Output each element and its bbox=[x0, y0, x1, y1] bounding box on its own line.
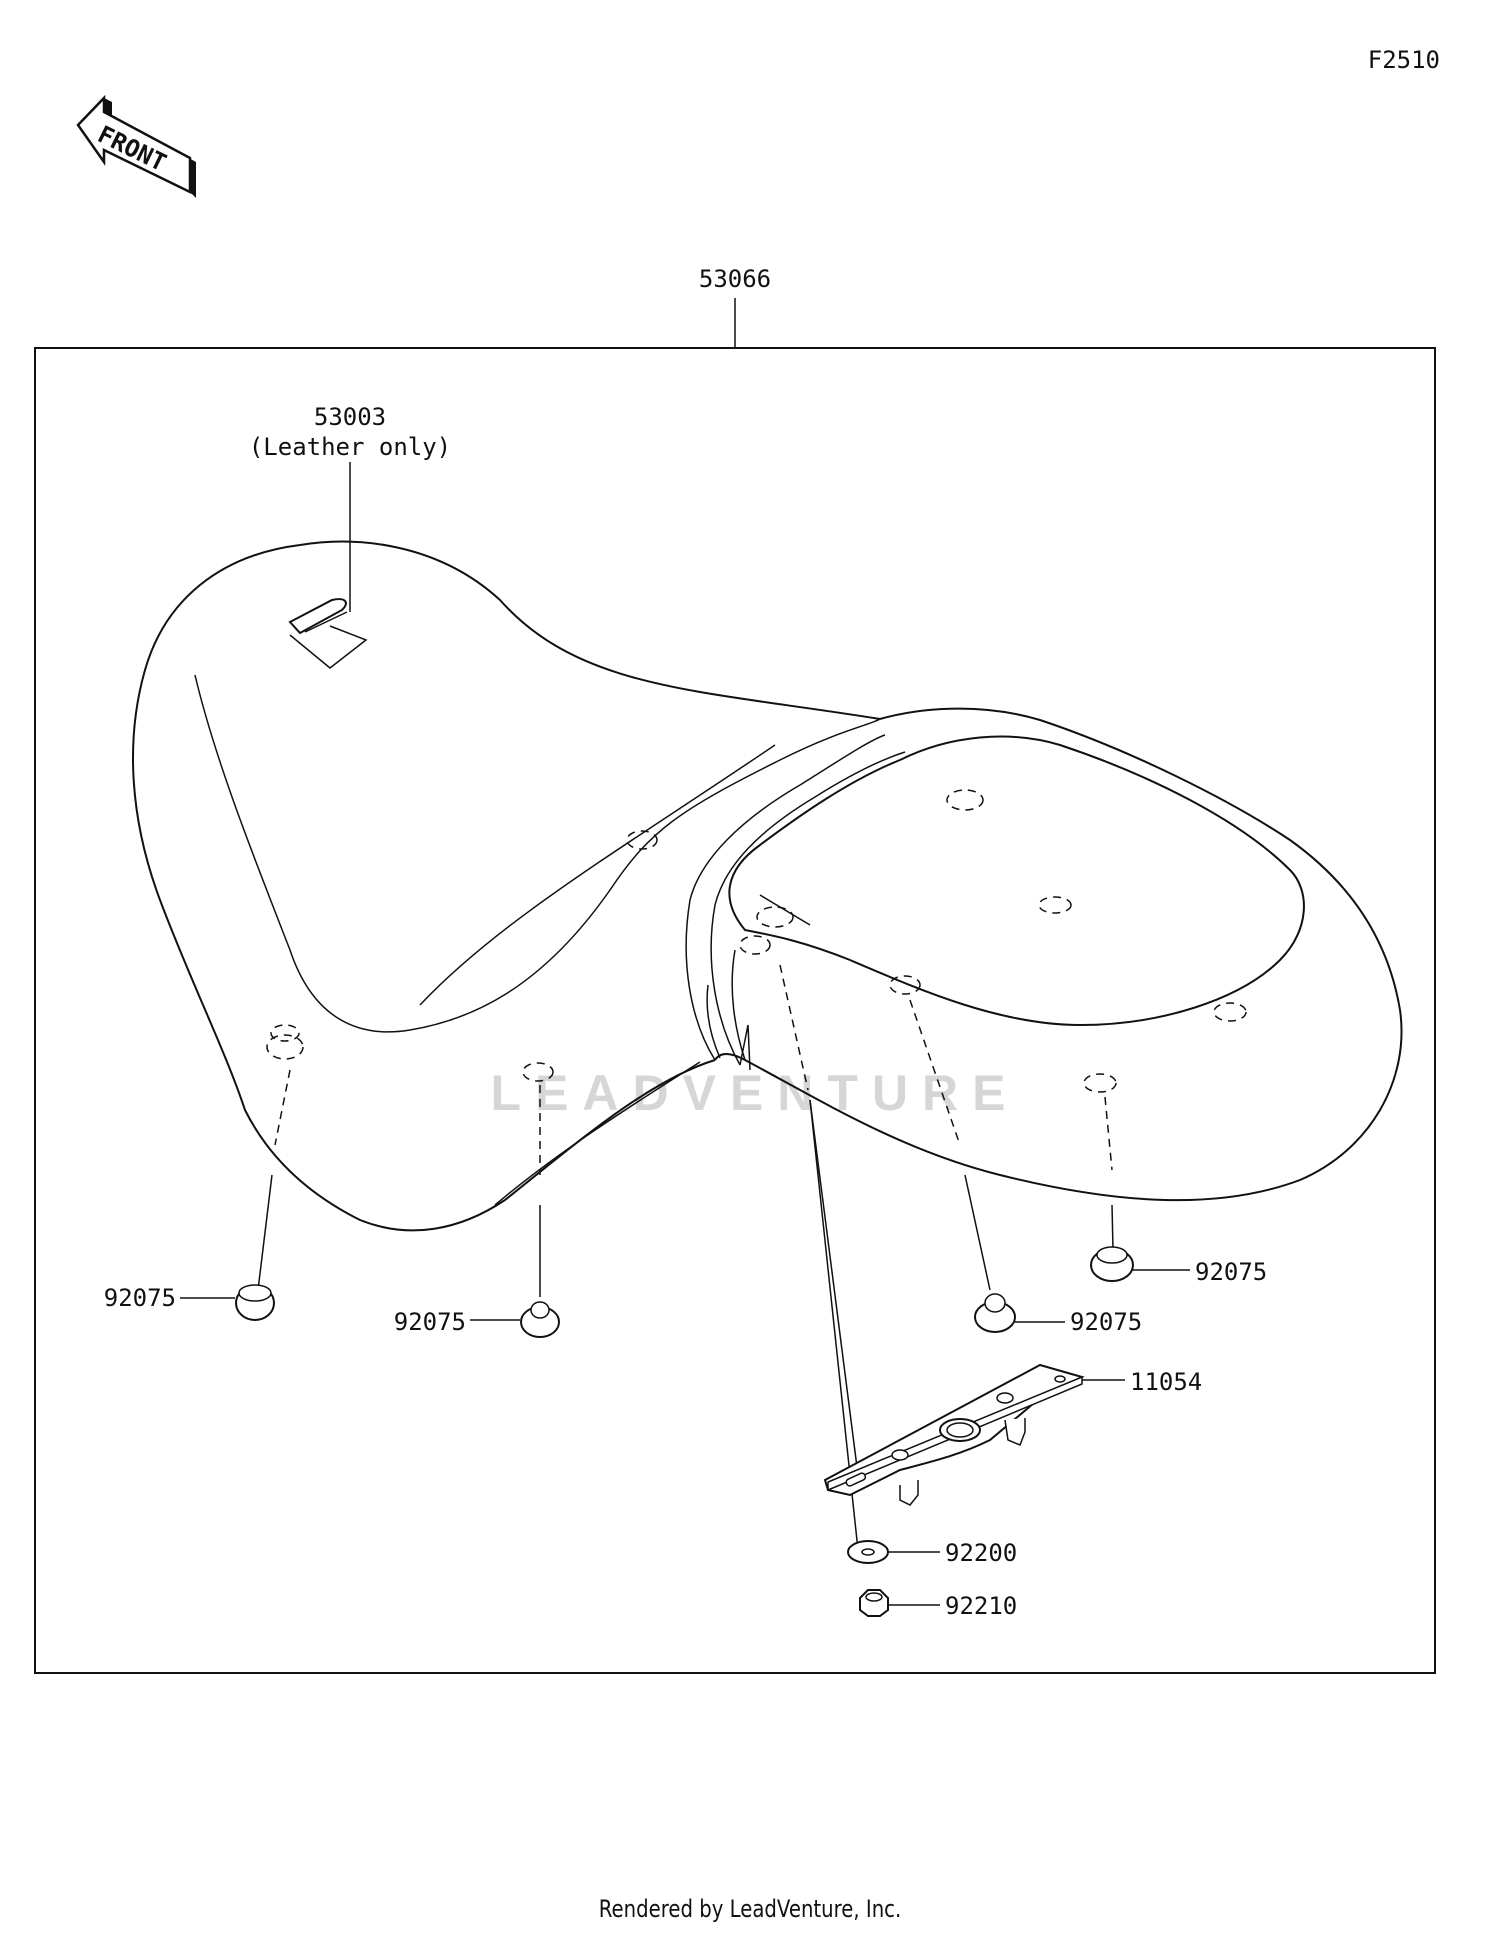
label-bracket: 11054 bbox=[1130, 1368, 1202, 1396]
label-damper-1: 92075 bbox=[104, 1284, 176, 1312]
figure-code: F2510 bbox=[1368, 46, 1440, 74]
damper-2-icon bbox=[520, 1301, 560, 1338]
footer-credit: Rendered by LeadVenture, Inc. bbox=[598, 1895, 902, 1923]
assembly-frame bbox=[34, 347, 1436, 1674]
label-damper-2: 92075 bbox=[394, 1308, 466, 1336]
label-damper-4: 92075 bbox=[1195, 1258, 1267, 1286]
damper-3-icon bbox=[974, 1293, 1016, 1333]
damper-4-icon bbox=[1090, 1246, 1134, 1282]
label-emblem: 53003 bbox=[314, 403, 386, 431]
label-seat-assembly: 53066 bbox=[699, 265, 771, 293]
label-washer: 92200 bbox=[945, 1539, 1017, 1567]
label-damper-3: 92075 bbox=[1070, 1308, 1142, 1336]
watermark: LEADVENTURE bbox=[490, 1065, 1019, 1121]
nut-icon bbox=[859, 1589, 889, 1617]
mount-markers bbox=[266, 789, 1247, 1093]
bracket-icon bbox=[823, 1363, 1085, 1506]
assembly-guides bbox=[257, 894, 1114, 1551]
washer-icon bbox=[847, 1540, 889, 1564]
label-nut: 92210 bbox=[945, 1592, 1017, 1620]
seat bbox=[132, 540, 1403, 1232]
label-emblem-note: (Leather only) bbox=[249, 433, 451, 461]
front-arrow-icon: FRONT bbox=[76, 94, 196, 198]
damper-1-icon bbox=[235, 1284, 275, 1321]
